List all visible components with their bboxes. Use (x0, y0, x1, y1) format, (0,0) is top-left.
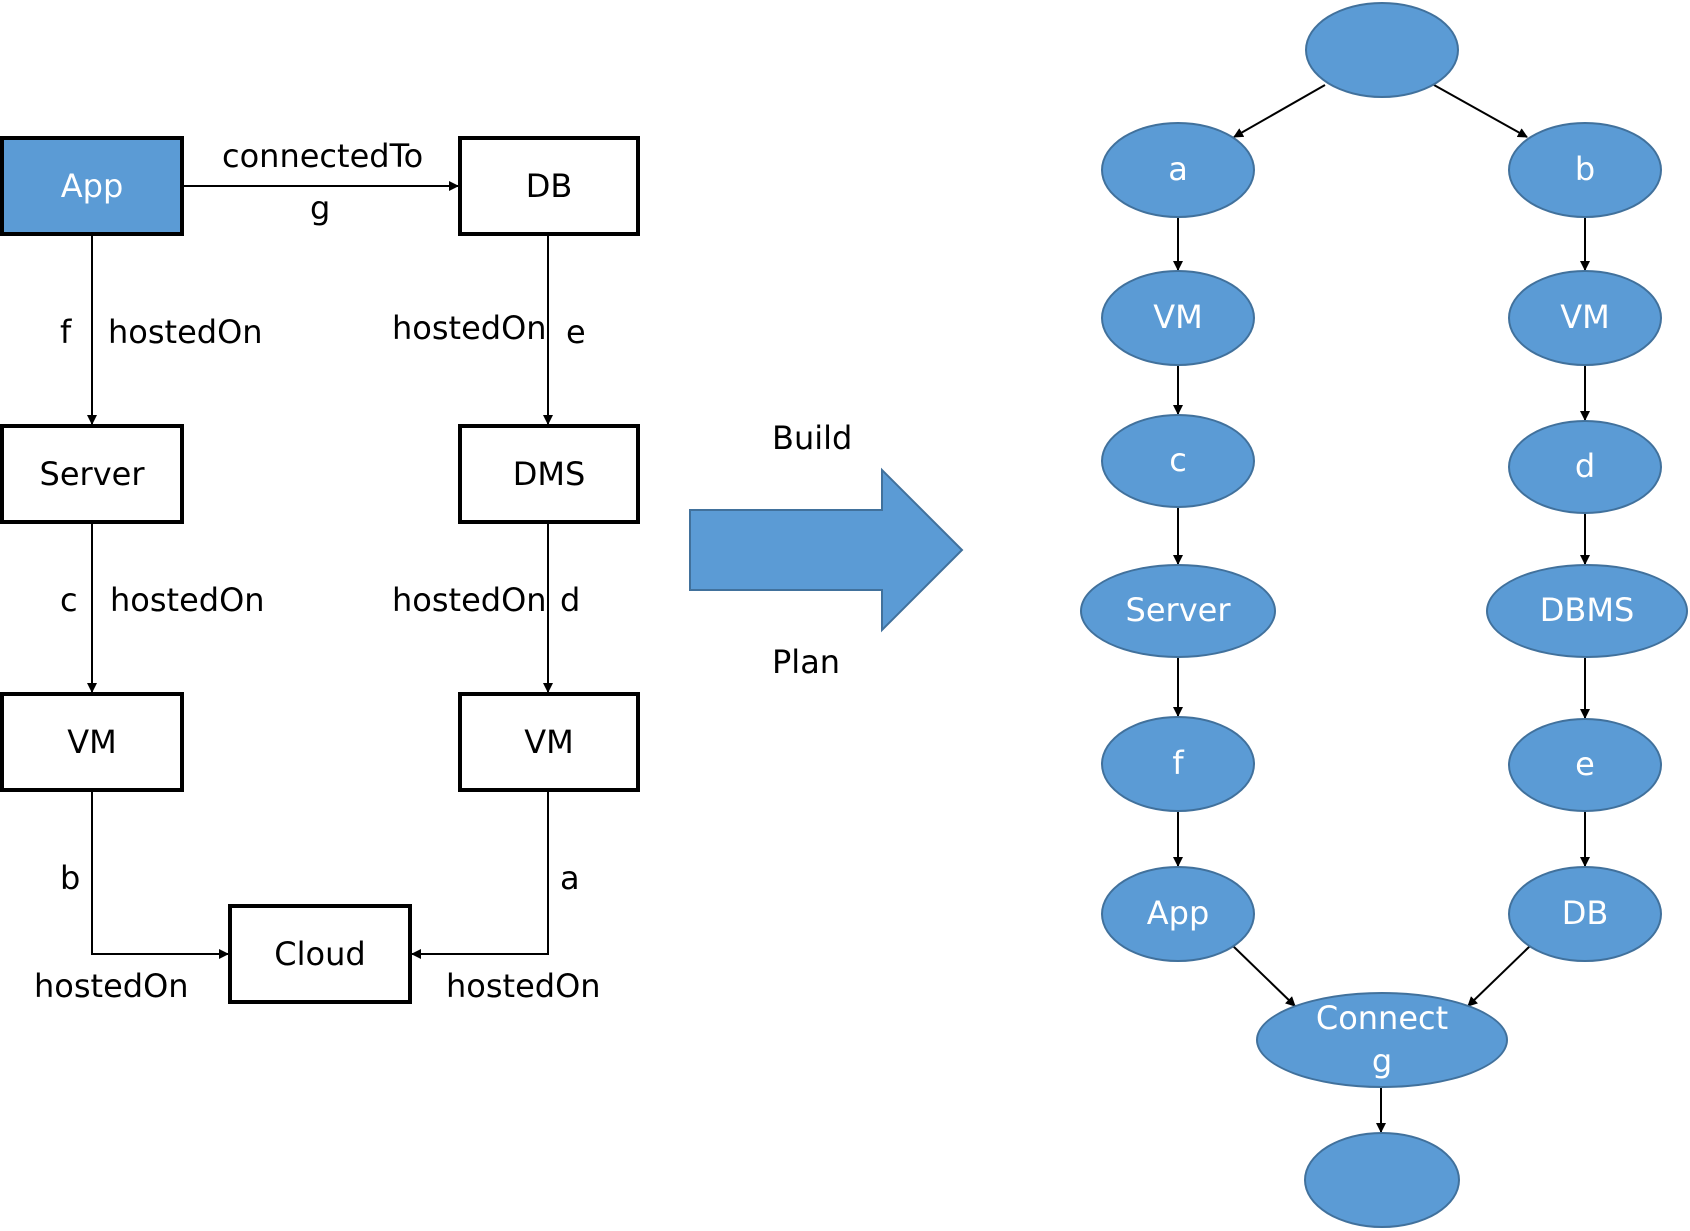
node-vm-left: VM (0, 692, 184, 792)
node-cloud: Cloud (228, 904, 412, 1004)
plan-start-node (1305, 2, 1459, 98)
node-db: DB (458, 136, 640, 236)
edge-id-b: b (60, 859, 81, 897)
arrow-label-build: Build (772, 419, 853, 457)
edge-label-hostedon-b: hostedOn (34, 967, 189, 1005)
build-plan-arrow (689, 467, 964, 633)
edge-id-a: a (560, 859, 580, 897)
node-dms: DMS (458, 424, 640, 524)
node-app: App (0, 136, 184, 236)
plan-node-b: b (1508, 122, 1662, 218)
edge-id-f: f (60, 313, 72, 351)
edge-vm-cloud-right (411, 792, 549, 959)
arrow-label-plan: Plan (772, 643, 841, 681)
plan-node-f: f (1101, 716, 1255, 812)
edge-label-connectedto: connectedTo (222, 137, 424, 175)
plan-node-db: DB (1508, 866, 1662, 962)
edge-id-d: d (560, 581, 581, 619)
edge-db-connect (1467, 945, 1531, 1007)
edge-id-e: e (566, 313, 586, 351)
plan-node-connect: Connect g (1256, 992, 1508, 1088)
edge-vm-cloud-left (91, 792, 229, 959)
connect-label: Connect (1315, 998, 1449, 1037)
edge-id-g: g (310, 189, 331, 227)
connect-id-label: g (1371, 1042, 1393, 1080)
plan-node-server: Server (1080, 564, 1276, 658)
edge-app-connect (1232, 945, 1296, 1007)
node-server: Server (0, 424, 184, 524)
node-vm-right: VM (458, 692, 640, 792)
plan-node-vm-right: VM (1508, 270, 1662, 366)
edge-label-hostedon-e: hostedOn (392, 309, 547, 347)
edge-start-a (1233, 84, 1326, 138)
plan-node-vm-left: VM (1101, 270, 1255, 366)
plan-node-e: e (1508, 718, 1662, 812)
edge-label-hostedon-a: hostedOn (446, 967, 601, 1005)
plan-node-d: d (1508, 420, 1662, 514)
plan-end-node (1304, 1132, 1460, 1228)
edge-id-c: c (60, 581, 78, 619)
edge-label-hostedon-f: hostedOn (108, 313, 263, 351)
plan-node-a: a (1101, 122, 1255, 218)
plan-node-c: c (1101, 414, 1255, 508)
edge-label-hostedon-d: hostedOn (392, 581, 547, 619)
plan-node-dbms: DBMS (1486, 564, 1688, 658)
edge-start-b (1433, 84, 1528, 138)
edge-label-hostedon-c: hostedOn (110, 581, 265, 619)
plan-node-app: App (1101, 866, 1255, 962)
